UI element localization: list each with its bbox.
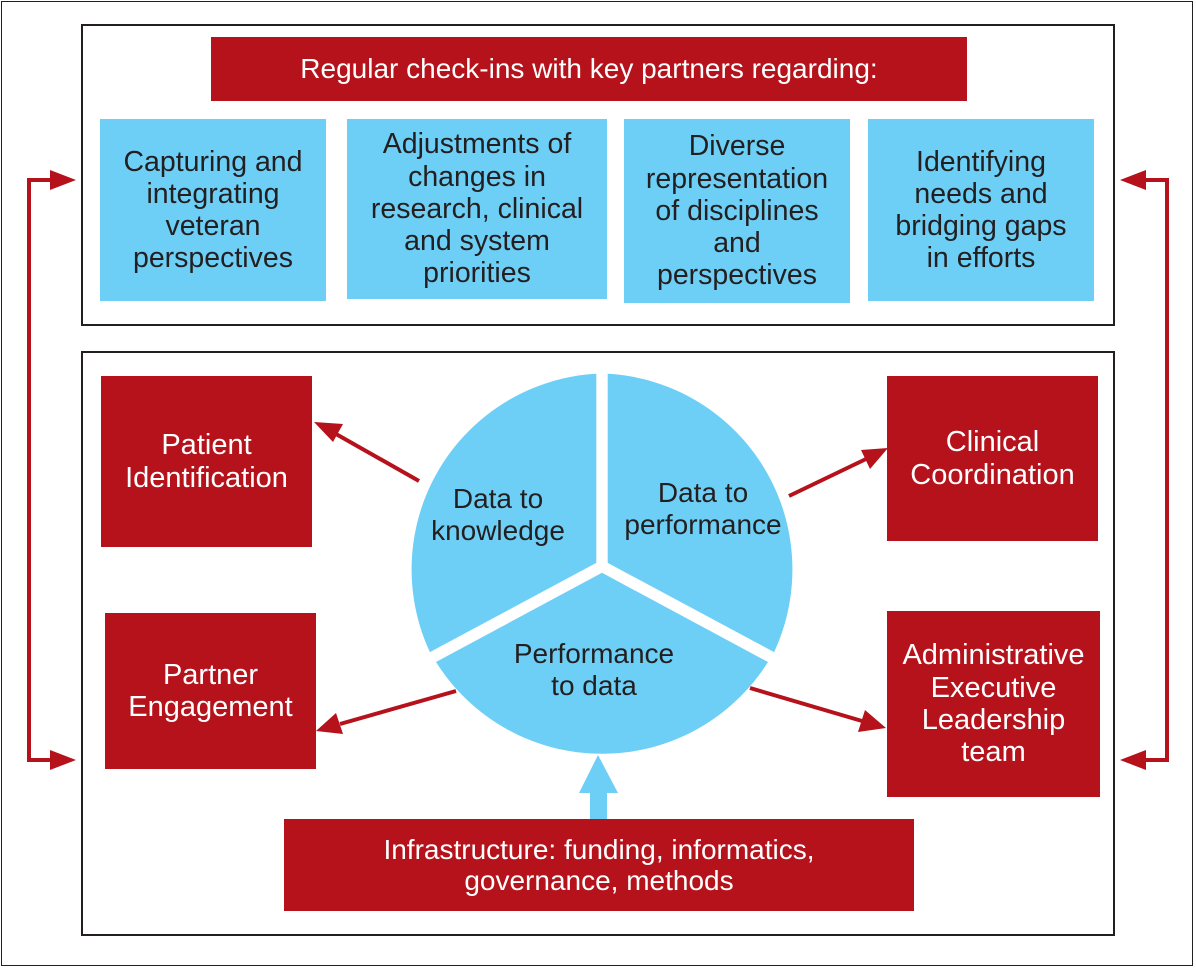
wedge-label-data-to-performance: Data to performance (624, 477, 782, 541)
wedge-data-to-knowledge (411, 373, 597, 653)
infrastructure-label: Infrastructure: funding, informatics, go… (383, 833, 815, 896)
arrow-to-administrative-team (749, 686, 886, 732)
checkin-box-diverse-representation: Diverse representation of disciplines an… (624, 119, 850, 303)
wedge-data-to-performance (607, 373, 793, 653)
clinical-coordination-label: Clinical Coordination (910, 426, 1075, 491)
left-feedback-connector (27, 170, 76, 770)
patient-identification-box: Patient Identification (101, 376, 312, 547)
right-feedback-connector (1120, 170, 1169, 770)
wedge-label-data-to-knowledge: Data to knowledge (431, 483, 565, 547)
checkins-header-label: Regular check-ins with key partners rega… (300, 53, 878, 85)
checkin-box-bridging-gaps: Identifying needs and bridging gaps in e… (868, 119, 1094, 301)
wedge-performance-to-data (436, 572, 768, 754)
checkin-label: Identifying needs and bridging gaps in e… (895, 145, 1067, 275)
arrow-to-clinical-coordination (788, 448, 888, 498)
checkin-box-priorities: Adjustments of changes in research, clin… (347, 119, 607, 299)
checkin-label: Capturing and integrating veteran perspe… (123, 145, 303, 275)
administrative-team-box: Administrative Executive Leadership team (887, 611, 1100, 797)
arrow-to-partner-engagement (316, 689, 457, 734)
administrative-team-label: Administrative Executive Leadership team (902, 639, 1085, 769)
arrow-to-patient-identification (314, 422, 420, 483)
clinical-coordination-box: Clinical Coordination (887, 376, 1098, 541)
partner-engagement-box: Partner Engagement (105, 613, 316, 769)
checkin-box-veteran-perspectives: Capturing and integrating veteran perspe… (100, 119, 326, 301)
checkin-label: Diverse representation of disciplines an… (645, 130, 829, 292)
infrastructure-up-arrow (579, 755, 618, 819)
infrastructure-box: Infrastructure: funding, informatics, go… (284, 819, 914, 911)
partner-engagement-label: Partner Engagement (128, 658, 293, 723)
wedge-label-performance-to-data: Performance to data (513, 638, 675, 702)
checkin-label: Adjustments of changes in research, clin… (370, 128, 584, 290)
checkins-header: Regular check-ins with key partners rega… (211, 37, 967, 101)
patient-identification-label: Patient Identification (125, 429, 288, 494)
